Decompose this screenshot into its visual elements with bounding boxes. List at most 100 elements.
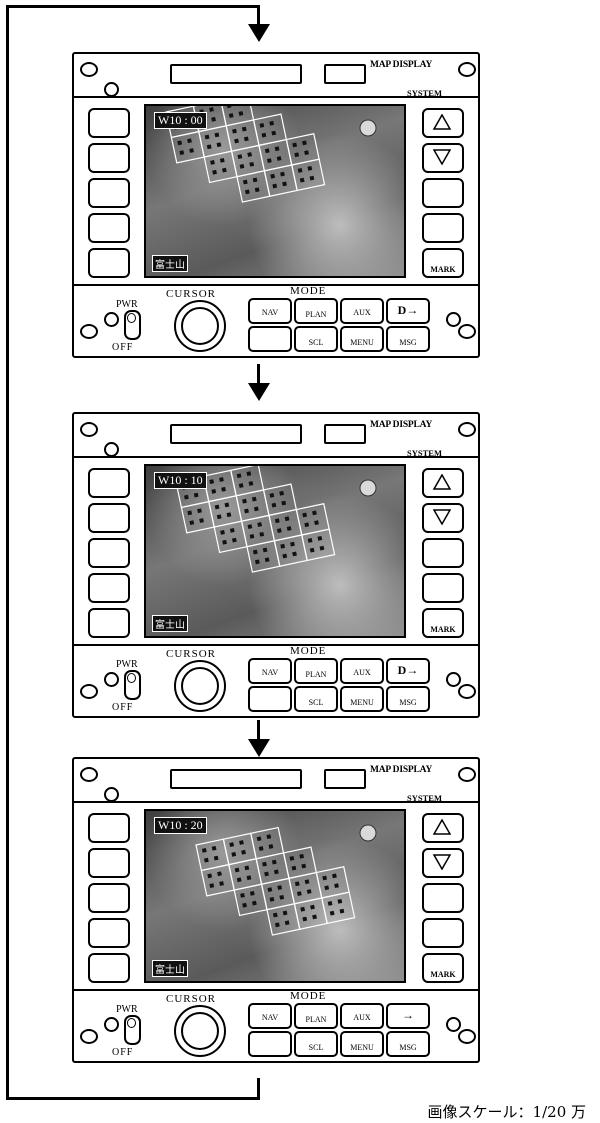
grid-mark [337,898,343,904]
grid-mark [309,175,315,181]
plan-label: PLAN [305,1015,327,1024]
system-label: SYSTEM [407,448,442,458]
plan-button[interactable]: PLAN [294,658,338,684]
left-softkey-button[interactable] [88,213,130,243]
grid-mark [229,842,235,847]
grid-mark [221,486,226,492]
mark-button[interactable]: MARK [422,248,464,278]
msg-button[interactable]: MSG [386,686,430,712]
grid-mark [214,504,220,510]
grid-mark [271,859,277,865]
grid-mark [286,526,292,531]
aux-button[interactable]: AUX [340,298,384,324]
plan-button[interactable]: PLAN [294,1003,338,1029]
left-softkey-button[interactable] [88,573,130,603]
screw-icon [80,62,98,77]
mark-button[interactable]: MARK [422,608,464,638]
flow-line-bottom [6,1097,260,1100]
pwr-label: PWR [116,659,138,670]
up-arrow-button[interactable] [422,468,464,498]
left-softkey-button[interactable] [88,953,130,983]
direct-to-label: D→ [397,303,419,317]
msg-button[interactable]: MSG [386,1031,430,1057]
aux-button[interactable]: AUX [340,658,384,684]
grid-mark [256,836,262,842]
right-softkey-button[interactable] [422,883,464,913]
aux-label: AUX [353,1013,371,1022]
down-arrow-button[interactable] [422,848,464,878]
screw-icon [458,684,476,699]
left-softkey-button[interactable] [88,918,130,948]
grid-mark [216,142,222,148]
blank-button[interactable] [248,1031,292,1057]
grid-mark [289,855,295,861]
grid-mark [241,849,246,855]
direct-to-button[interactable]: D→ [386,658,430,684]
mark-button[interactable]: MARK [422,953,464,983]
scl-button[interactable]: SCL [294,326,338,352]
nav-button[interactable]: NAV [248,298,292,324]
menu-button[interactable]: MENU [340,686,384,712]
menu-button[interactable]: MENU [340,1031,384,1057]
cursor-knob[interactable] [174,660,226,712]
grid-mark [290,541,295,547]
left-softkey-button[interactable] [88,178,130,208]
grid-mark [266,834,272,840]
up-arrow-button[interactable] [422,108,464,138]
left-softkey-button[interactable] [88,503,130,533]
grid-mark [264,557,270,563]
grid-mark [307,538,313,543]
grid-mark [274,146,280,152]
left-softkey-button[interactable] [88,538,130,568]
triangle-down-icon [433,854,451,870]
aux-button[interactable]: AUX [340,1003,384,1029]
scl-button[interactable]: SCL [294,1031,338,1057]
right-softkey-button[interactable] [422,178,464,208]
nav-button[interactable]: NAV [248,658,292,684]
nav-button[interactable]: NAV [248,1003,292,1029]
power-toggle[interactable] [124,670,141,700]
direct-to-button[interactable]: D→ [386,298,430,324]
cursor-knob[interactable] [174,1005,226,1057]
grid-mark [245,189,250,195]
left-softkey-button[interactable] [88,108,130,138]
grid-mark [259,122,265,128]
left-softkey-button[interactable] [88,813,130,843]
menu-button[interactable]: MENU [340,326,384,352]
power-toggle[interactable] [124,310,141,340]
left-softkey-button[interactable] [88,883,130,913]
grid-mark [272,912,278,918]
left-softkey-button[interactable] [88,608,130,638]
scl-button[interactable]: SCL [294,686,338,712]
left-softkey-button[interactable] [88,848,130,878]
grid-mark [247,524,253,529]
right-softkey-button[interactable] [422,918,464,948]
pwr-label: PWR [116,1004,138,1015]
screw-icon [80,684,98,699]
plan-button[interactable]: PLAN [294,298,338,324]
grid-mark [219,157,225,163]
blank-button[interactable] [248,686,292,712]
right-softkey-button[interactable] [422,213,464,243]
left-softkey-button[interactable] [88,248,130,278]
direct-to-button[interactable]: → [386,1003,430,1029]
left-softkey-button[interactable] [88,143,130,173]
power-toggle[interactable] [124,1015,141,1045]
grid-mark [251,496,257,502]
blank-button[interactable] [248,326,292,352]
left-softkey-button[interactable] [88,468,130,498]
up-arrow-button[interactable] [422,813,464,843]
msg-button[interactable]: MSG [386,326,430,352]
map-display-label: MAP DISPLAY [370,60,433,70]
display-slot-small [324,424,366,444]
grid-mark [271,130,277,136]
right-softkey-button[interactable] [422,573,464,603]
down-arrow-button[interactable] [422,143,464,173]
cursor-knob[interactable] [174,300,226,352]
screw-icon [80,1029,98,1044]
down-arrow-button[interactable] [422,503,464,533]
right-softkey-button[interactable] [422,538,464,568]
scl-label: SCL [308,1043,324,1052]
grid-mark [177,140,183,146]
grid-mark [297,168,303,173]
